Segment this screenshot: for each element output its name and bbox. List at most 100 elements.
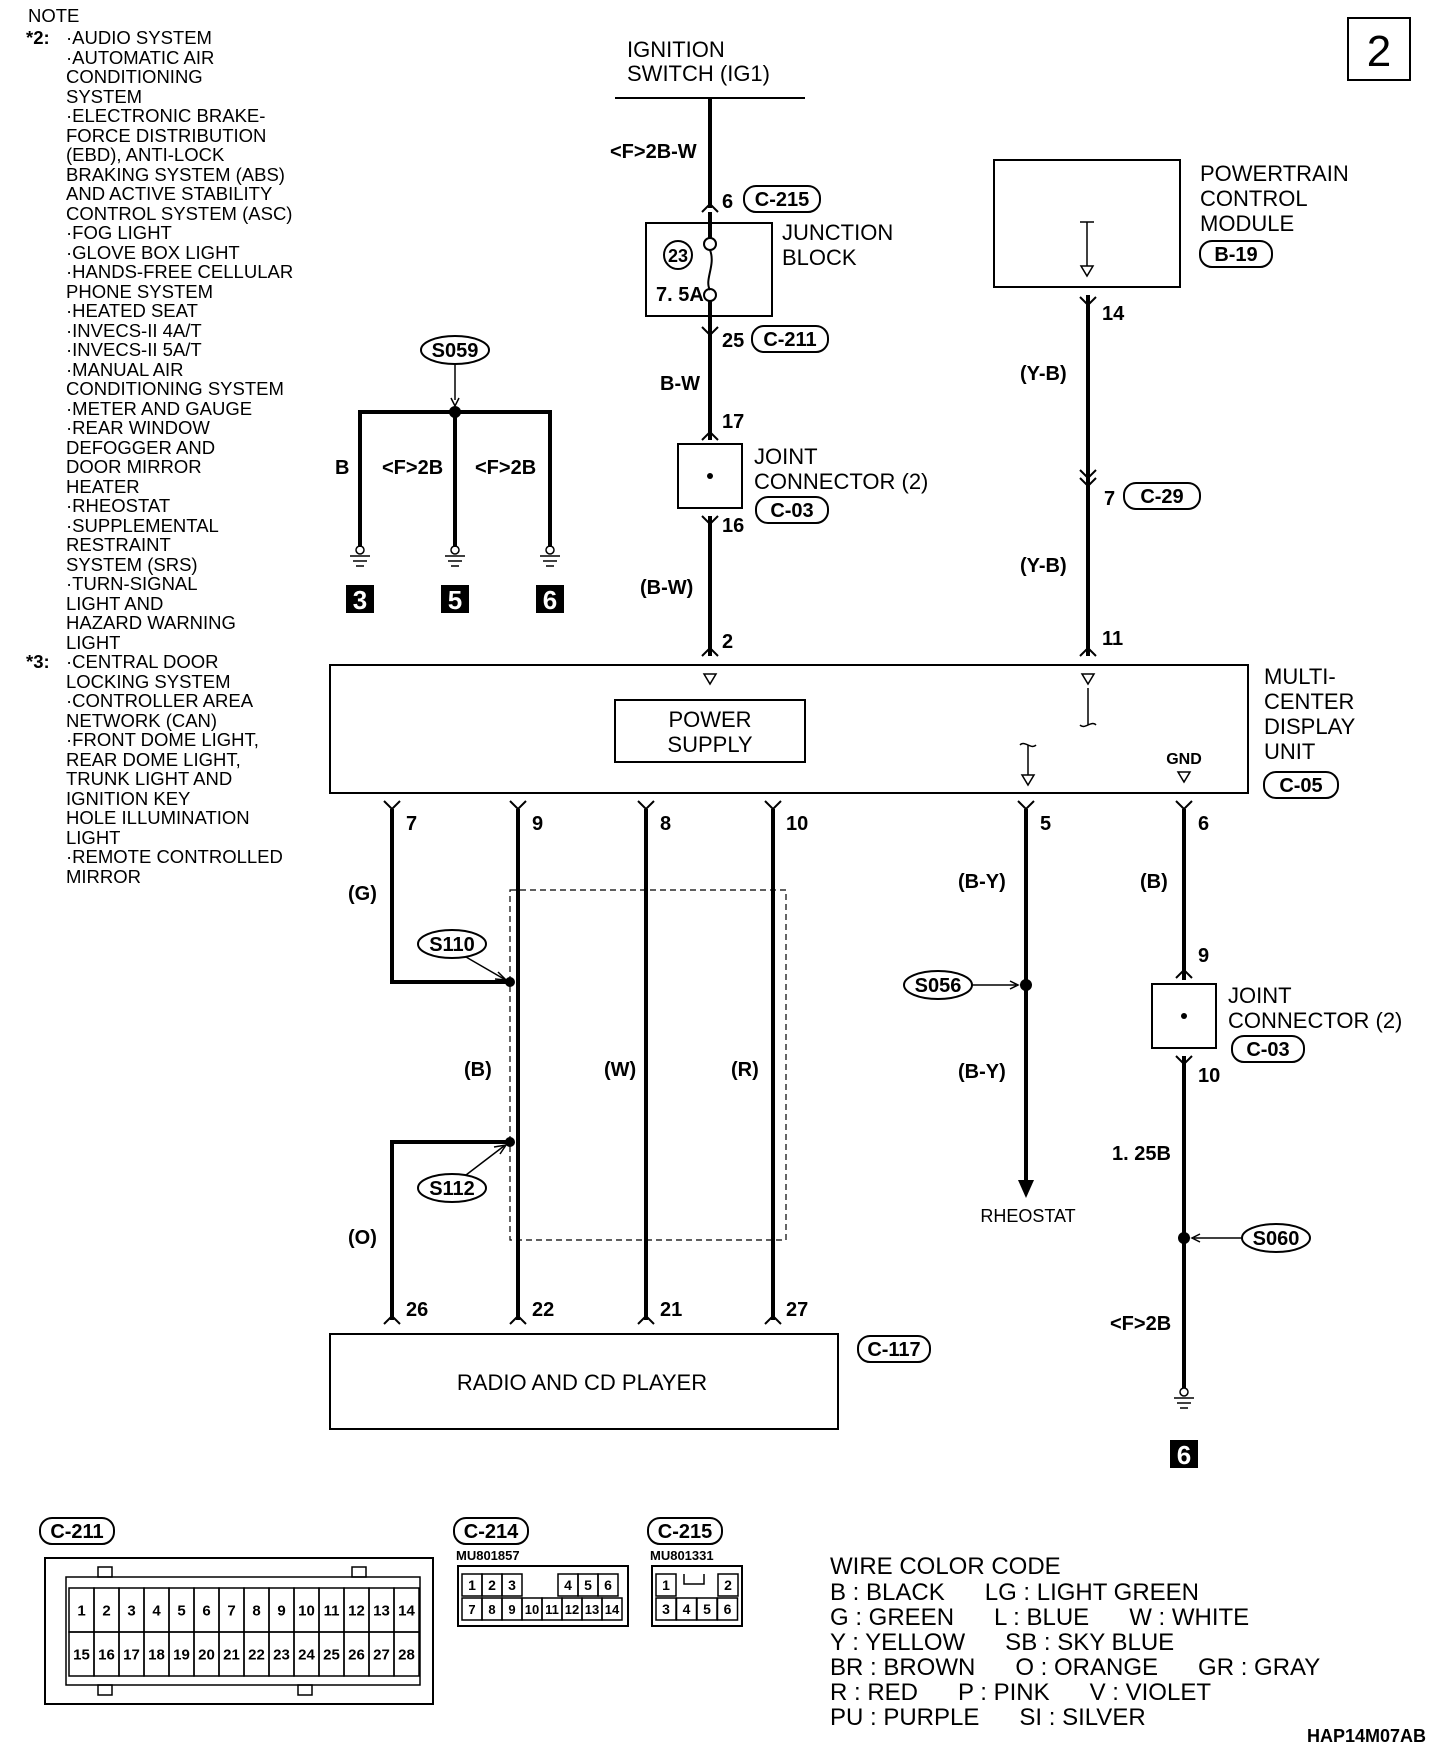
connector-pin-number: 28	[398, 1646, 415, 1663]
connector-pin-number: 16	[98, 1646, 115, 1663]
note-item: ·AUTOMATIC AIR	[66, 46, 215, 68]
wire-g	[390, 809, 510, 984]
pin-26: 26	[406, 1299, 428, 1321]
connector-pin-number: 13	[585, 1602, 599, 1617]
connector-pin-cell	[393, 1631, 420, 1677]
connector-pin-number: 5	[703, 1601, 711, 1617]
note-item: ·INVECS-II 4A/T	[66, 319, 202, 341]
ground-6a: 6	[536, 545, 564, 615]
note-item: ·MANUAL AIR	[66, 358, 184, 380]
connector-pin-number: 4	[683, 1601, 691, 1617]
cv-c214-part: MU801857	[456, 1548, 520, 1563]
note-item: ·INVECS-II 5A/T	[66, 339, 202, 360]
ground-5-label: 5	[448, 585, 462, 615]
conn-c211: C-211	[763, 329, 816, 351]
note-item: RESTRAINT	[66, 534, 171, 555]
mcdu-box	[329, 664, 1249, 794]
gnd-label: GND	[1166, 751, 1202, 768]
note-item: ·CENTRAL DOOR	[66, 651, 219, 672]
wire-label-f2b-right: <F>2B	[1110, 1313, 1171, 1335]
wire-label-ground-f2b-2: <F>2B	[475, 457, 536, 479]
wcc-line-5: R : RED P : PINK V : VIOLET	[830, 1679, 1211, 1706]
pin-9b: 9	[1198, 945, 1209, 967]
shield-box	[509, 889, 787, 1241]
note-mark-3: *3:	[26, 651, 50, 672]
connector-pin-number: 25	[323, 1646, 340, 1663]
note-item: SYSTEM (SRS)	[66, 553, 198, 575]
pcm-box	[993, 159, 1181, 288]
power-supply-label-2: SUPPLY	[667, 732, 753, 757]
wire-label-o: (O)	[348, 1227, 377, 1249]
connector-pin-number: 10	[298, 1602, 315, 1619]
pcm-label-2: CONTROL	[1200, 186, 1308, 211]
connector-pin-number: 18	[148, 1646, 165, 1663]
pin-14: 14	[1102, 303, 1125, 325]
note-item: LIGHT AND	[66, 592, 164, 614]
note-item: ·RHEOSTAT	[66, 495, 171, 516]
connector-pin-number: 23	[273, 1646, 290, 1663]
note-item: REAR DOME LIGHT,	[66, 748, 241, 770]
pin-22: 22	[532, 1299, 554, 1321]
wire-label-ground-f2b-1: <F>2B	[382, 457, 443, 479]
wire-label-b-right: (B)	[1140, 871, 1168, 893]
note-item: MIRROR	[66, 865, 142, 887]
wire-label-bw-paren: (B-W)	[640, 577, 693, 599]
note-item: HAZARD WARNING	[66, 612, 236, 633]
pin-6b: 6	[1198, 813, 1209, 835]
connector-pin-number: 12	[565, 1602, 579, 1617]
connector-pin-number: 8	[252, 1602, 260, 1619]
connector-pin-number: 6	[604, 1577, 612, 1593]
connector-pin-number: 17	[123, 1646, 140, 1663]
ground-3-label: 3	[353, 585, 367, 615]
connector-pin-cell	[501, 1573, 523, 1597]
connector-pin-number: 2	[724, 1577, 732, 1593]
wcc-line-2: G : GREEN L : BLUE W : WHITE	[830, 1604, 1249, 1631]
ground-3: 3	[346, 545, 374, 615]
connector-pin-number: 9	[277, 1602, 285, 1619]
pin-10b: 10	[1198, 1065, 1220, 1087]
note-item: LIGHT	[66, 631, 121, 653]
note-item: SYSTEM	[66, 85, 143, 107]
wcc-line-4: BR : BROWN O : ORANGE GR : GRAY	[830, 1654, 1320, 1681]
cv-c211-label: C-211	[50, 1521, 103, 1543]
connector-pin-cell	[717, 1573, 739, 1597]
wire-label-by-1: (B-Y)	[958, 871, 1006, 893]
connector-pin-number: 8	[488, 1602, 495, 1617]
joint-connector-2-label-2: CONNECTOR (2)	[1228, 1008, 1402, 1033]
conn-c215-badge	[743, 185, 821, 213]
wire-label-r-center: (R)	[731, 1059, 759, 1081]
connector-pin-number: 1	[468, 1577, 476, 1593]
connector-pin-number: 24	[298, 1646, 315, 1663]
wcc-line-1: B : BLACK LG : LIGHT GREEN	[830, 1579, 1199, 1606]
pin-17: 17	[722, 411, 744, 433]
wire-label-yb-2: (Y-B)	[1020, 555, 1067, 577]
note-mark-2: *2:	[26, 27, 50, 48]
pin-6: 6	[722, 191, 733, 213]
pin-16: 16	[722, 515, 744, 537]
wire-label-w-center: (W)	[604, 1059, 636, 1081]
note-item: ·TURN-SIGNAL	[66, 573, 198, 594]
note-item: BRAKING SYSTEM (ABS)	[66, 163, 285, 185]
note-item: ·REAR WINDOW	[66, 417, 210, 438]
note-item: AND ACTIVE STABILITY	[66, 183, 273, 204]
splice-s110-badge	[417, 929, 487, 959]
connector-pin-number: 2	[102, 1602, 110, 1619]
note-item: NETWORK (CAN)	[66, 709, 218, 731]
ground-6b-label: 6	[1177, 1440, 1191, 1470]
joint-connector-1-conn: C-03	[770, 500, 813, 522]
splice-s059: S059	[432, 340, 479, 362]
note-item: IGNITION KEY	[66, 787, 191, 809]
joint-connector-1-label-1: JOINT	[754, 444, 818, 469]
power-supply-box	[614, 699, 806, 763]
pin-2: 2	[722, 631, 733, 653]
note-item: HOLE ILLUMINATION	[66, 807, 250, 828]
connector-pin-number: 19	[173, 1646, 190, 1663]
note-item: FORCE DISTRIBUTION	[66, 124, 267, 146]
pin-7: 7	[406, 813, 417, 835]
cv-c215-body	[651, 1565, 743, 1627]
note-item: LOCKING SYSTEM	[66, 670, 231, 692]
connector-pin-number: 13	[373, 1602, 390, 1619]
